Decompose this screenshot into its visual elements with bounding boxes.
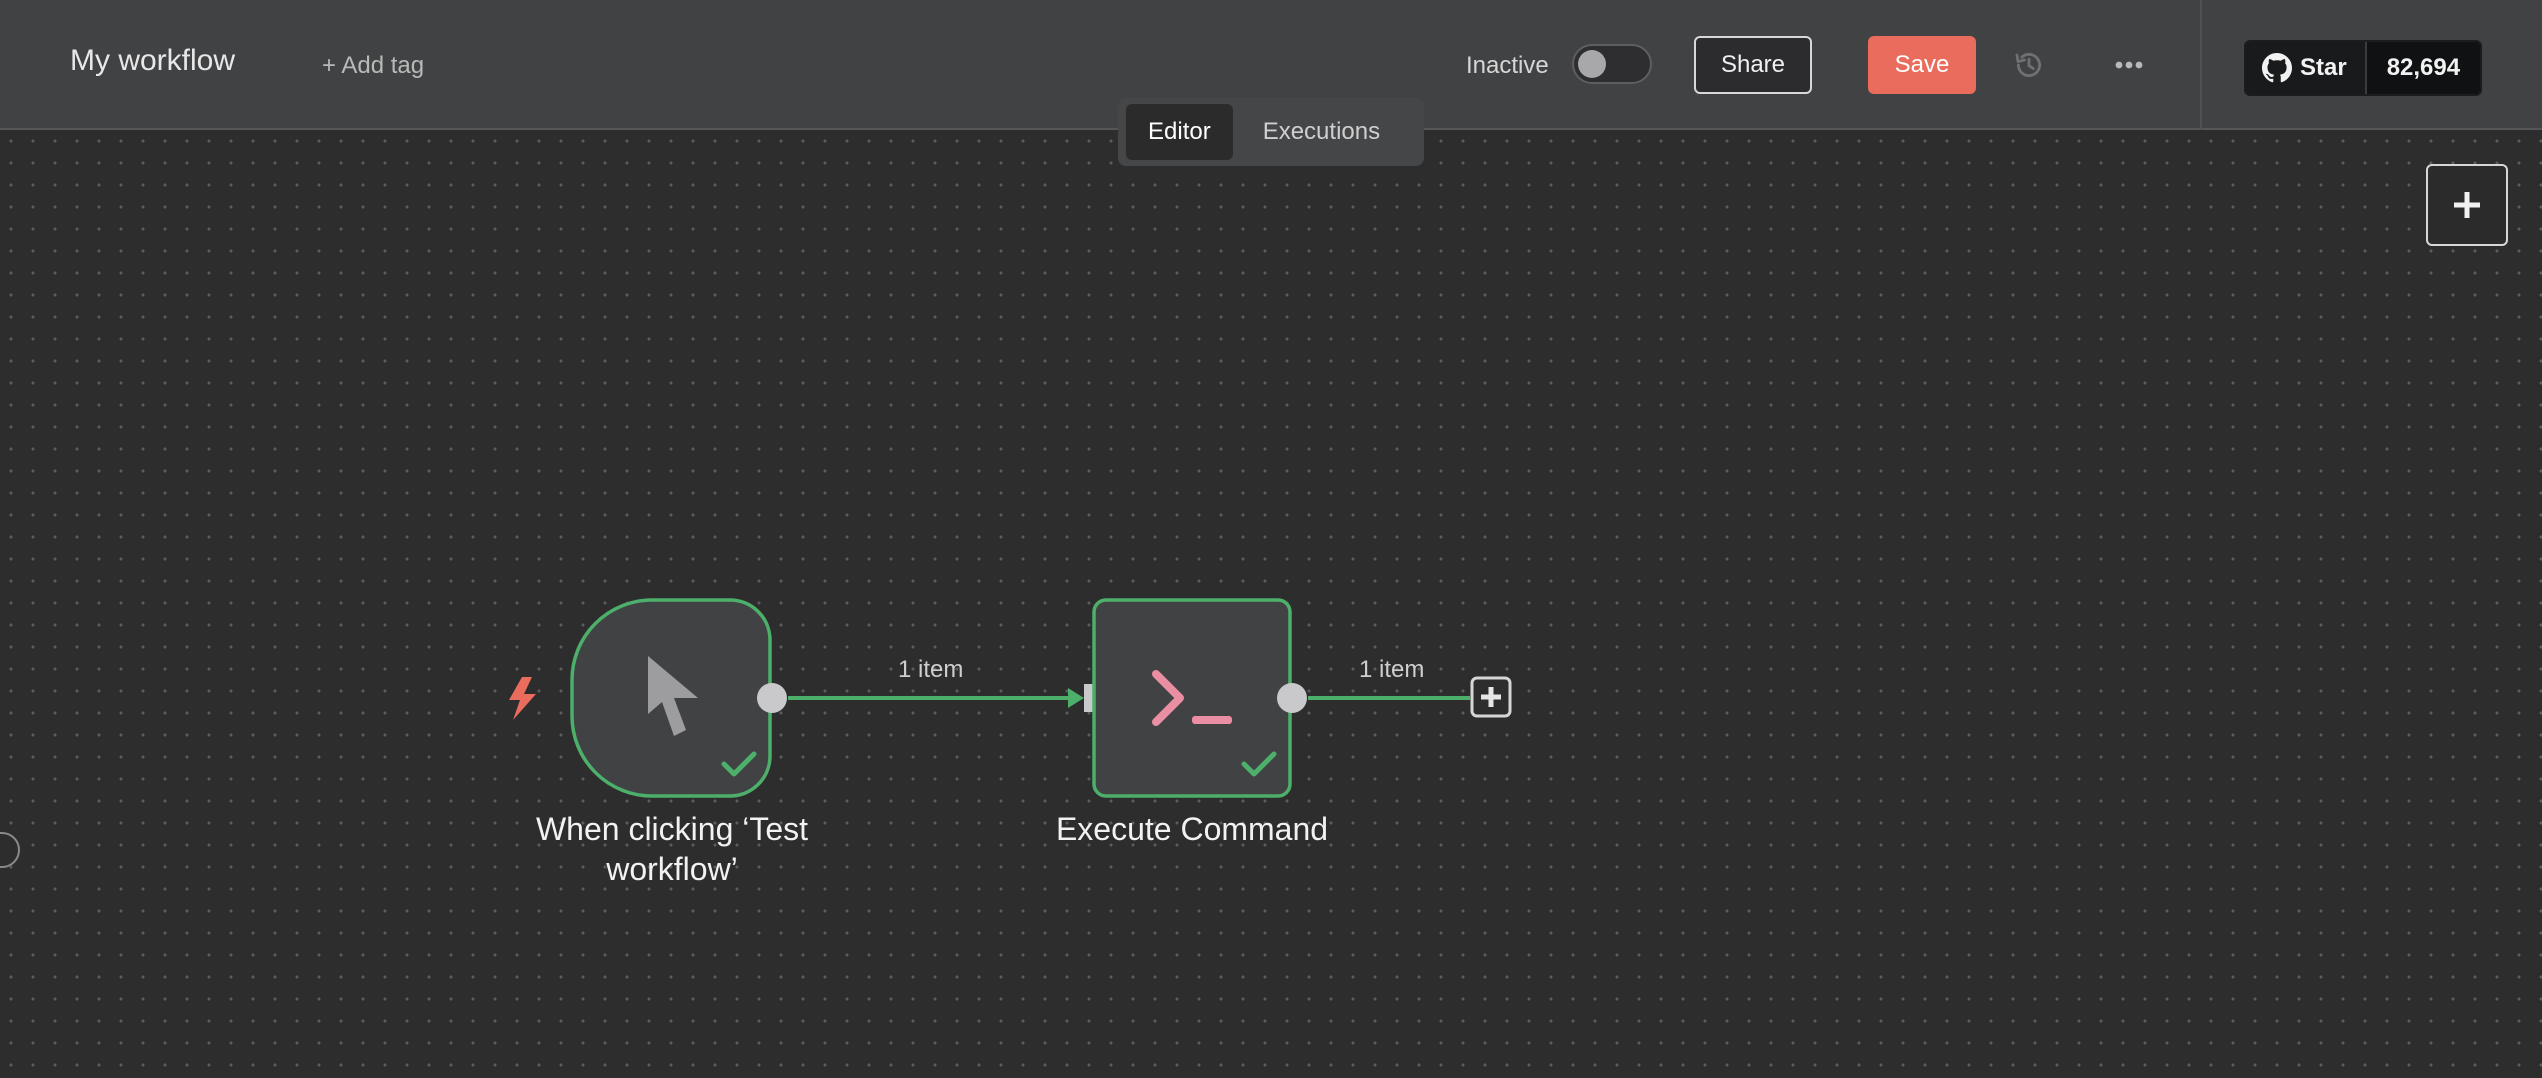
tab-editor[interactable]: Editor bbox=[1126, 104, 1233, 160]
output-port[interactable] bbox=[757, 683, 787, 713]
add-node-button[interactable] bbox=[2426, 164, 2508, 246]
success-check-icon bbox=[1241, 751, 1277, 777]
header-divider bbox=[2200, 0, 2202, 130]
terminal-icon bbox=[1152, 670, 1232, 726]
node-execute-command[interactable] bbox=[1092, 598, 1292, 798]
workflow-name[interactable]: My workflow bbox=[70, 44, 236, 77]
cursor-icon bbox=[648, 656, 698, 736]
github-icon bbox=[2262, 53, 2292, 83]
github-star-count[interactable]: 82,694 bbox=[2366, 42, 2481, 94]
output-port[interactable] bbox=[1277, 683, 1307, 713]
save-button[interactable]: Save bbox=[1868, 36, 1976, 94]
connection-label: 1 item bbox=[898, 656, 964, 683]
node-label-manual-trigger: When clicking ‘Test workflow’ bbox=[535, 811, 809, 887]
plus-icon bbox=[2454, 192, 2480, 218]
node-manual-trigger[interactable] bbox=[570, 598, 772, 798]
github-star-label: Star bbox=[2300, 54, 2347, 81]
success-check-icon bbox=[721, 751, 757, 777]
toggle-knob bbox=[1578, 50, 1606, 78]
github-star-button[interactable]: Star bbox=[2246, 42, 2367, 94]
view-tabs: Editor Executions bbox=[1118, 98, 1424, 166]
active-toggle[interactable] bbox=[1572, 44, 1652, 84]
github-star-widget[interactable]: Star 82,694 bbox=[2244, 40, 2483, 96]
more-options-icon[interactable] bbox=[2112, 48, 2146, 82]
node-label-execute-command: Execute Command bbox=[1055, 811, 1329, 847]
trigger-bolt-icon bbox=[509, 677, 536, 720]
add-next-node-button[interactable] bbox=[1470, 676, 1512, 718]
history-icon[interactable] bbox=[2012, 48, 2046, 82]
tab-executions[interactable]: Executions bbox=[1262, 118, 1381, 145]
active-status-label: Inactive bbox=[1466, 52, 1549, 79]
share-button[interactable]: Share bbox=[1694, 36, 1812, 94]
connection-label: 1 item bbox=[1359, 656, 1425, 683]
connection-1[interactable] bbox=[788, 688, 1084, 708]
add-tag-button[interactable]: + Add tag bbox=[322, 52, 425, 79]
